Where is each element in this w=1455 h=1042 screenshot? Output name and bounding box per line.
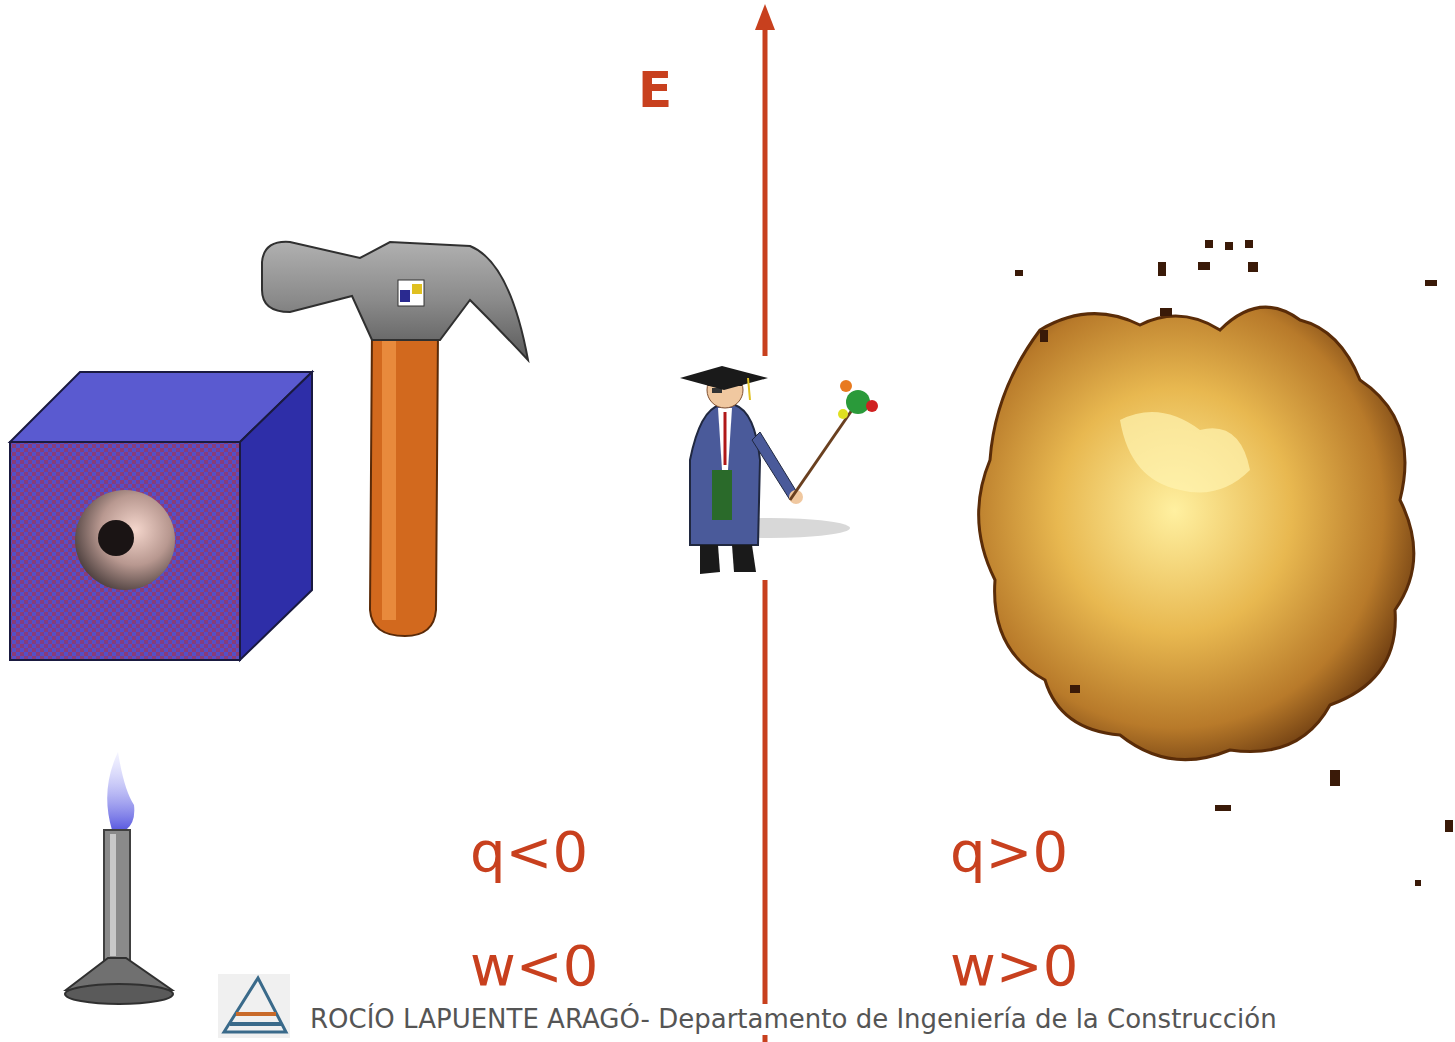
burner-flame xyxy=(107,752,134,830)
teacher-book xyxy=(712,470,732,520)
mortarboard-tassel xyxy=(748,378,750,400)
sign-label: w<0 xyxy=(468,932,600,999)
explosion-figure xyxy=(979,240,1453,886)
teacher-gown xyxy=(690,405,760,545)
sign-label: q>0 xyxy=(948,818,1070,885)
hammer-sticker xyxy=(398,280,424,306)
hammer-head xyxy=(262,242,528,360)
arrow-head xyxy=(755,4,775,30)
cube-figure xyxy=(10,372,312,660)
logo-ground xyxy=(218,974,290,1038)
arrow-shaft xyxy=(763,580,768,1042)
mortarboard xyxy=(680,366,768,390)
molecule-atom xyxy=(840,380,852,392)
hammer-handle xyxy=(370,330,438,636)
molecule-atom xyxy=(866,400,878,412)
teacher-shoe xyxy=(700,545,720,574)
teacher-arm xyxy=(752,432,798,500)
teacher-shoe xyxy=(732,545,756,572)
bunsen-burner xyxy=(65,752,173,1004)
explosion-cloud xyxy=(979,307,1414,759)
logo-triangle xyxy=(224,978,286,1032)
sign-label: q<0 xyxy=(468,818,590,885)
eye-sphere xyxy=(75,490,175,590)
logo-stripe xyxy=(236,1012,276,1016)
eye-pupil xyxy=(98,520,134,556)
molecule-atom xyxy=(846,390,870,414)
university-logo xyxy=(218,974,290,1038)
hammer-sticker-mark xyxy=(400,290,410,302)
hammer-figure xyxy=(262,242,528,636)
burner-tube-shine xyxy=(110,834,116,956)
mortarboard-cap xyxy=(708,378,742,386)
burner-tube xyxy=(104,830,130,960)
explosion-glow xyxy=(1120,412,1250,493)
cube-side xyxy=(240,372,312,660)
teacher-pointer xyxy=(790,410,852,500)
energy-axis-label: E xyxy=(636,60,674,120)
footer-credit: ROCÍO LAPUENTE ARAGÓ- Departamento de In… xyxy=(308,1004,1279,1035)
hammer-handle-shine xyxy=(382,340,396,620)
burner-foot xyxy=(65,984,173,1004)
teacher-shirt xyxy=(718,408,732,470)
hammer-sticker-mark xyxy=(412,284,422,294)
teacher-figure xyxy=(680,366,878,574)
teacher-tie xyxy=(724,412,727,465)
cube-front xyxy=(10,442,240,660)
explosion-debris xyxy=(1015,240,1453,886)
arrow-shaft xyxy=(763,28,768,356)
sign-label: w>0 xyxy=(948,932,1080,999)
molecule-atom xyxy=(838,409,848,419)
logo-stripe xyxy=(230,1022,282,1026)
